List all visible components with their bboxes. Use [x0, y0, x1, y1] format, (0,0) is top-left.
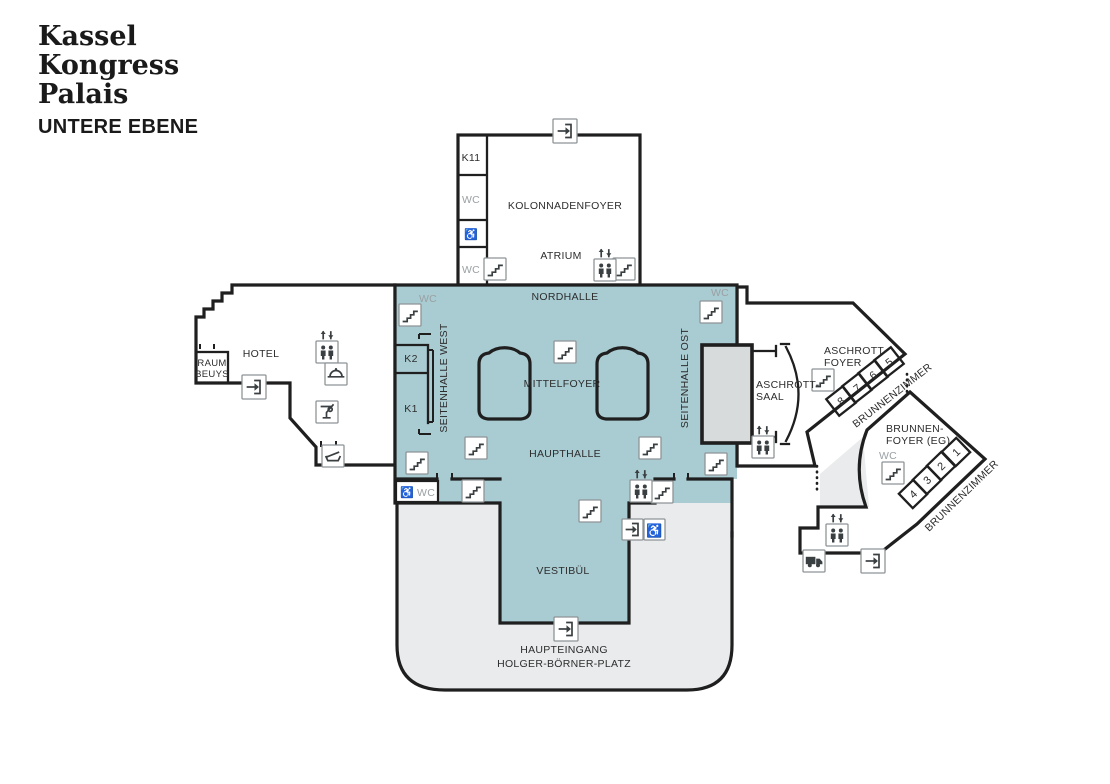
- brand-line-1: Kassel: [38, 21, 137, 52]
- wheelchair-icon: ♿: [464, 228, 478, 241]
- vestibuel-area: [500, 503, 629, 623]
- entrance-icon: [553, 616, 579, 642]
- stairs-icon: [461, 479, 485, 503]
- bar-cocktail-icon: [315, 400, 339, 424]
- brand-line-3: Palais: [38, 79, 129, 110]
- room-number: 1: [950, 446, 963, 459]
- room-number: 4: [907, 488, 920, 501]
- room-label-k1: K1: [404, 403, 417, 415]
- room-label-seitenhalle-west: SEITENHALLE WEST: [438, 323, 450, 433]
- room-number: 2: [935, 460, 948, 473]
- stairs-icon: [483, 257, 507, 281]
- wc-label: WC: [711, 287, 729, 299]
- page-title: Kassel Kongress Palais UNTERE EBENE: [38, 22, 198, 139]
- room-label-hotel: HOTEL: [243, 348, 280, 360]
- kolonnaden-cell-walls: [456, 133, 489, 287]
- stairs-icon: [578, 499, 602, 523]
- room-label-raum: RAUM: [197, 358, 226, 369]
- room-label-brunnenzimmer-lower: BRUNNENZIMMER: [923, 458, 1001, 534]
- apron-outline: [395, 498, 734, 692]
- stairs-icon: [881, 461, 905, 485]
- brunnen-wing-area: [798, 389, 988, 555]
- elevator-icon: [315, 329, 339, 364]
- delivery-truck-icon: [802, 549, 826, 573]
- mittelfoyer-west-opening: [477, 346, 532, 421]
- raum-beuys-door-ticks: [199, 344, 215, 349]
- aschrott-saal-arc: [779, 342, 800, 446]
- room-label-brunnen-foyer-1: BRUNNEN-: [886, 423, 944, 435]
- wc-label: WC: [419, 293, 437, 305]
- room-label-haupthalle: HAUPTHALLE: [529, 448, 601, 460]
- room-label-seitenhalle-ost: SEITENHALLE OST: [679, 328, 691, 428]
- brunnenzimmer-rooms-1-4: 1 2 3 4: [897, 436, 972, 510]
- elevator-icon: [593, 247, 617, 282]
- elevator-icon: [825, 512, 849, 547]
- entrance-icon: [241, 374, 267, 400]
- stairs-icon: [650, 480, 674, 504]
- stairs-icon: [553, 340, 577, 364]
- stairs-icon: [464, 436, 488, 460]
- hall-south-strip: [395, 479, 732, 503]
- room-label-beuys: BEUYS: [195, 369, 229, 380]
- raum-beuys-room: [194, 350, 230, 385]
- wc-label: WC: [462, 194, 480, 206]
- room-label-vestibuel: VESTIBÜL: [536, 565, 589, 577]
- mittelfoyer-east-opening: [595, 346, 650, 421]
- room-label-aschrott-saal-1: ASCHROTT-: [756, 379, 820, 391]
- room-label-k11: K11: [462, 152, 481, 164]
- room-label-atrium: ATRIUM: [540, 250, 581, 262]
- wc-label: WC: [879, 450, 897, 462]
- aschrott-saal-stage: [700, 343, 754, 445]
- accessible-wc-box: ♿ WC: [394, 479, 440, 504]
- k-rooms-walls: [393, 343, 430, 425]
- stairs-icon: [398, 303, 422, 327]
- room-label-nordhalle: NORDHALLE: [532, 291, 599, 303]
- entrance-icon: [860, 548, 886, 574]
- stairs-icon: [638, 436, 662, 460]
- stairs-icon: [405, 451, 429, 475]
- entrance-icon: [552, 118, 578, 144]
- wheelchair-icon: ♿: [400, 486, 414, 499]
- room-label-k2: K2: [404, 353, 417, 365]
- room-number: 3: [921, 474, 934, 487]
- brunnen-wedge-area: [820, 437, 869, 507]
- room-label-aschrott-saal-2: SAAL: [756, 391, 784, 403]
- room-label-brunnen-foyer-2: FOYER (EG): [886, 435, 950, 447]
- room-label-kolonnadenfoyer: KOLONNADENFOYER: [508, 200, 622, 212]
- wheelchair-icon: ♿: [646, 523, 662, 538]
- smoking-ashtray-icon: [321, 444, 345, 468]
- service-cloche-icon: [324, 362, 348, 386]
- main-hall-area: [395, 285, 737, 479]
- elevator-icon: [751, 424, 775, 459]
- brand-line-2: Kongress: [38, 50, 180, 81]
- room-label-aschrott-foyer-2: FOYER: [824, 357, 862, 369]
- wc-label: WC: [462, 264, 480, 276]
- hall-walls: [393, 283, 739, 625]
- room-label-mittelfoyer: MITTELFOYER: [524, 378, 601, 390]
- label-holger-boerner-platz: HOLGER-BÖRNER-PLATZ: [497, 658, 631, 670]
- stairs-icon: [704, 452, 728, 476]
- stairs-icon: [699, 300, 723, 324]
- room-label-aschrott-foyer-1: ASCHROTT-: [824, 345, 888, 357]
- label-haupteingang: HAUPTEINGANG: [520, 644, 608, 656]
- k-rooms-door-brackets: [418, 333, 434, 435]
- level-title: UNTERE EBENE: [38, 116, 199, 138]
- accessible-entrance-icon: ♿: [621, 518, 666, 541]
- aschrott-wing-area: [735, 285, 908, 468]
- wc-label: WC: [417, 487, 435, 499]
